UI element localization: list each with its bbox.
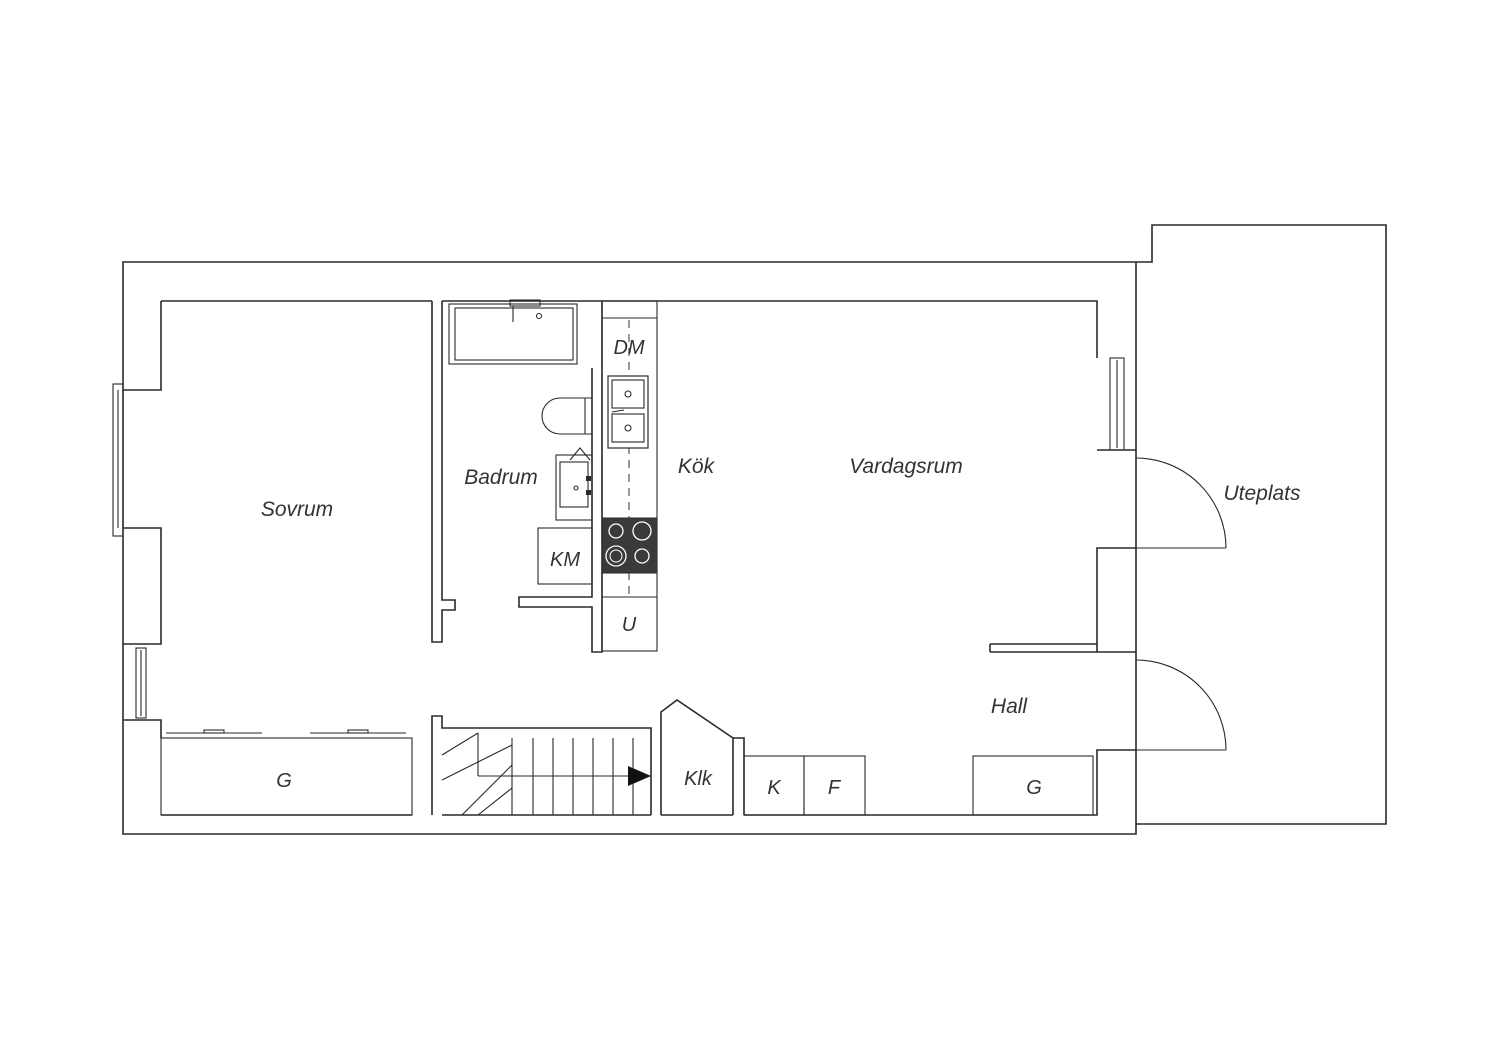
window-left-bottom [135, 647, 147, 719]
bedroom-wardrobe [160, 729, 413, 816]
fixture-label-g-hall: G [1026, 777, 1042, 799]
interior-walls [431, 301, 1097, 815]
terrace-door-upper [1135, 457, 1227, 549]
washing-machine [537, 527, 593, 585]
room-label-vardagsrum: Vardagsrum [849, 455, 963, 478]
outer-walls [122, 261, 1137, 835]
toilet [541, 397, 592, 435]
terrace-door-lower [1135, 659, 1227, 751]
fixture-label-dm: DM [613, 337, 644, 359]
room-label-uteplats: Uteplats [1223, 482, 1301, 505]
kitchen-counter [601, 300, 658, 652]
stove [601, 517, 658, 574]
staircase [441, 732, 651, 816]
terrace-outline [1136, 224, 1387, 825]
kitchen-sink [607, 375, 649, 449]
window-right [1109, 357, 1125, 451]
hall-cabinets [743, 755, 1094, 816]
window-left-top [112, 383, 124, 537]
fixture-label-k: K [767, 777, 782, 799]
fixture-label-km: KM [550, 549, 580, 571]
fixture-label-u: U [622, 614, 637, 636]
room-label-hall: Hall [991, 695, 1029, 718]
fixture-label-g-bedroom: G [276, 770, 292, 792]
room-label-badrum: Badrum [464, 466, 538, 489]
room-label-kok: Kök [678, 455, 716, 478]
room-label-klk: Klk [684, 768, 713, 790]
stair-arrow-icon [628, 766, 651, 786]
fixture-label-f: F [828, 777, 842, 799]
bathtub [448, 299, 578, 365]
room-label-sovrum: Sovrum [261, 498, 333, 521]
washbasin [555, 447, 593, 521]
